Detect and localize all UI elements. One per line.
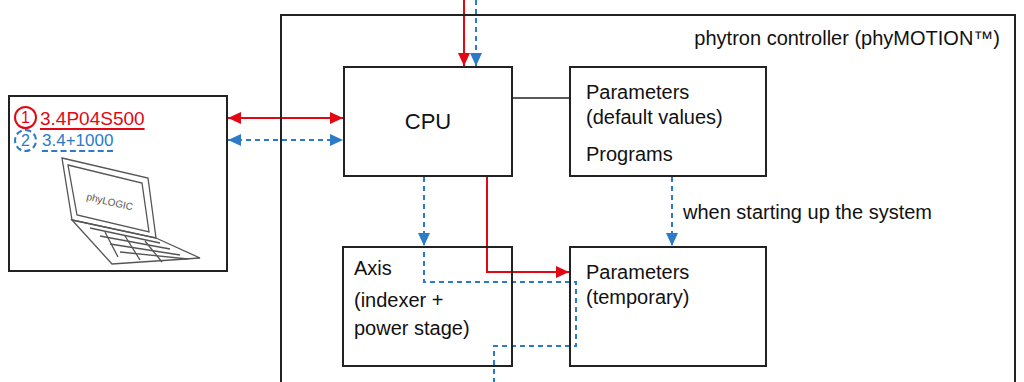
- edge-label: when starting up the system: [680, 199, 935, 225]
- callout-number: 2: [21, 132, 30, 150]
- command-arrow: [228, 139, 343, 141]
- laptop-base: [72, 220, 200, 264]
- callout-number: 1: [21, 109, 30, 127]
- command-text: 3.4+1000: [42, 131, 113, 151]
- box-label: Parameters (temporary): [586, 260, 751, 310]
- box-label: Programs: [586, 142, 755, 167]
- laptop-keys: [105, 232, 162, 262]
- command-text: 3.4P04S500: [40, 108, 145, 130]
- flow-arrow: [487, 177, 569, 272]
- command-arrow: [228, 117, 343, 119]
- software-name: phyLOGIC: [85, 191, 134, 213]
- parameter-box: Parameters (temporary): [569, 246, 767, 367]
- axis-box: Axis (indexer + power stage): [342, 246, 513, 367]
- flow-arrow: [423, 177, 425, 246]
- laptop-screen: [62, 158, 156, 238]
- parameter-store-box: Parameters (default values) Programs: [569, 66, 767, 177]
- box-label: CPU: [405, 110, 451, 134]
- cpu-box: CPU: [343, 66, 513, 177]
- link-line: [513, 97, 569, 99]
- callout-circle: 2: [14, 129, 37, 152]
- pc-panel: 3.4P04S5003.4+1000 1 2: [8, 95, 228, 272]
- incoming-command-line: [475, 0, 477, 66]
- flow-arrow: [671, 177, 673, 246]
- box-label: Parameters (default values): [586, 80, 751, 130]
- laptop-drawing: [62, 158, 200, 264]
- box-label: (indexer + power stage): [354, 286, 478, 342]
- box-title: phytron controller (phyMOTION™): [694, 26, 1000, 50]
- box-label: Axis: [354, 254, 503, 282]
- callout-circle: 1: [14, 106, 37, 129]
- incoming-command-line: [463, 0, 465, 66]
